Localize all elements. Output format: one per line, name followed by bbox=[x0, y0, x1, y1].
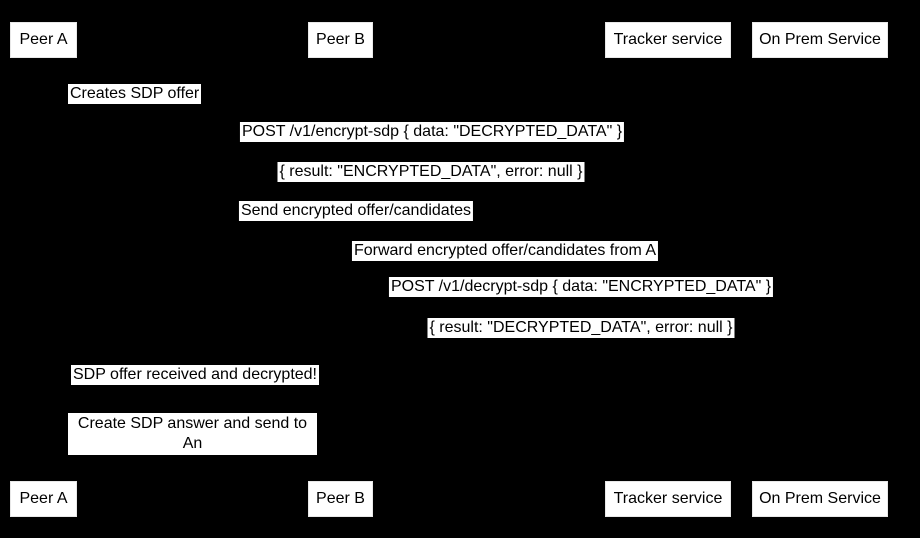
actor-peer-a-top: Peer A bbox=[10, 22, 77, 58]
actor-peer-b-bottom: Peer B bbox=[308, 481, 373, 517]
lifeline-peer-b bbox=[340, 58, 341, 481]
message-result-encrypted-data: { result: "ENCRYPTED_DATA", error: null … bbox=[277, 162, 585, 182]
note-create-sdp-answer-line1: Create SDP answer and send to An bbox=[77, 415, 308, 452]
note-create-sdp-answer: Create SDP answer and send to An using t… bbox=[68, 413, 317, 472]
note-sdp-offer-received: SDP offer received and decrypted! bbox=[71, 365, 319, 385]
note-creates-sdp-offer: Creates SDP offer bbox=[68, 84, 202, 104]
note-create-sdp-answer-line2: using the same mechanism bbox=[95, 455, 290, 472]
message-post-encrypt-sdp: POST /v1/encrypt-sdp { data: "DECRYPTED_… bbox=[239, 122, 625, 142]
message-send-encrypted-offer: Send encrypted offer/candidates bbox=[238, 201, 474, 221]
actor-on-prem-service-top: On Prem Service bbox=[752, 22, 888, 58]
actor-peer-a-bottom: Peer A bbox=[10, 481, 77, 517]
actor-tracker-service-top: Tracker service bbox=[605, 22, 731, 58]
lifeline-peer-a bbox=[43, 58, 44, 481]
lifeline-on-prem-service bbox=[820, 58, 821, 481]
message-post-decrypt-sdp: POST /v1/decrypt-sdp { data: "ENCRYPTED_… bbox=[388, 277, 774, 297]
message-forward-encrypted-offer: Forward encrypted offer/candidates from … bbox=[351, 241, 659, 261]
message-result-decrypted-data: { result: "DECRYPTED_DATA", error: null … bbox=[427, 318, 735, 338]
lifeline-tracker-service bbox=[668, 58, 669, 481]
actor-tracker-service-bottom: Tracker service bbox=[605, 481, 731, 517]
actor-on-prem-service-bottom: On Prem Service bbox=[752, 481, 888, 517]
actor-peer-b-top: Peer B bbox=[308, 22, 373, 58]
